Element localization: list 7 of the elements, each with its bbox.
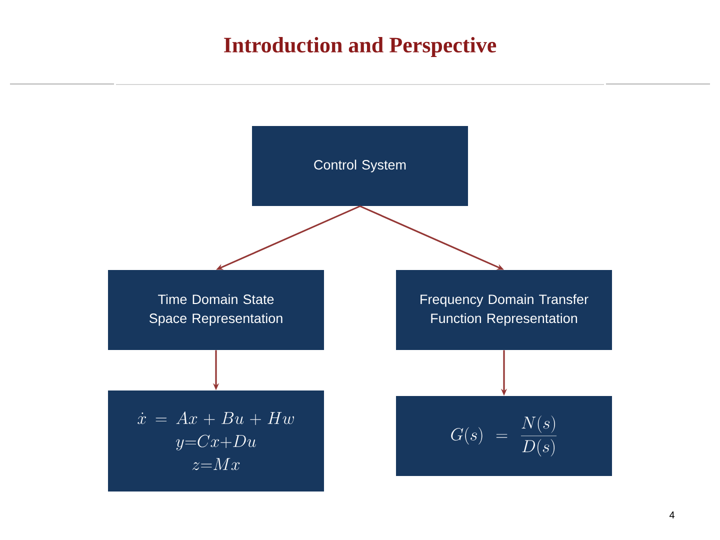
formula-box: $G(s) = \frac{N(s)}{D(s)}$: [396, 396, 612, 476]
process-box: Control System: [252, 126, 468, 206]
page-number: 4: [669, 512, 674, 518]
process-box: Frequency Domain Transfer Function Representation: [396, 270, 612, 350]
slide-title: Introduction and Perspective: [224, 37, 496, 57]
process-box: Time Domain State Space Representation: [108, 270, 324, 350]
formula-box: $\dot{x} = Ax + Bu + Hw$ $y{=}Cx{+}Du$ $z{=}Mx$: [108, 390, 324, 492]
